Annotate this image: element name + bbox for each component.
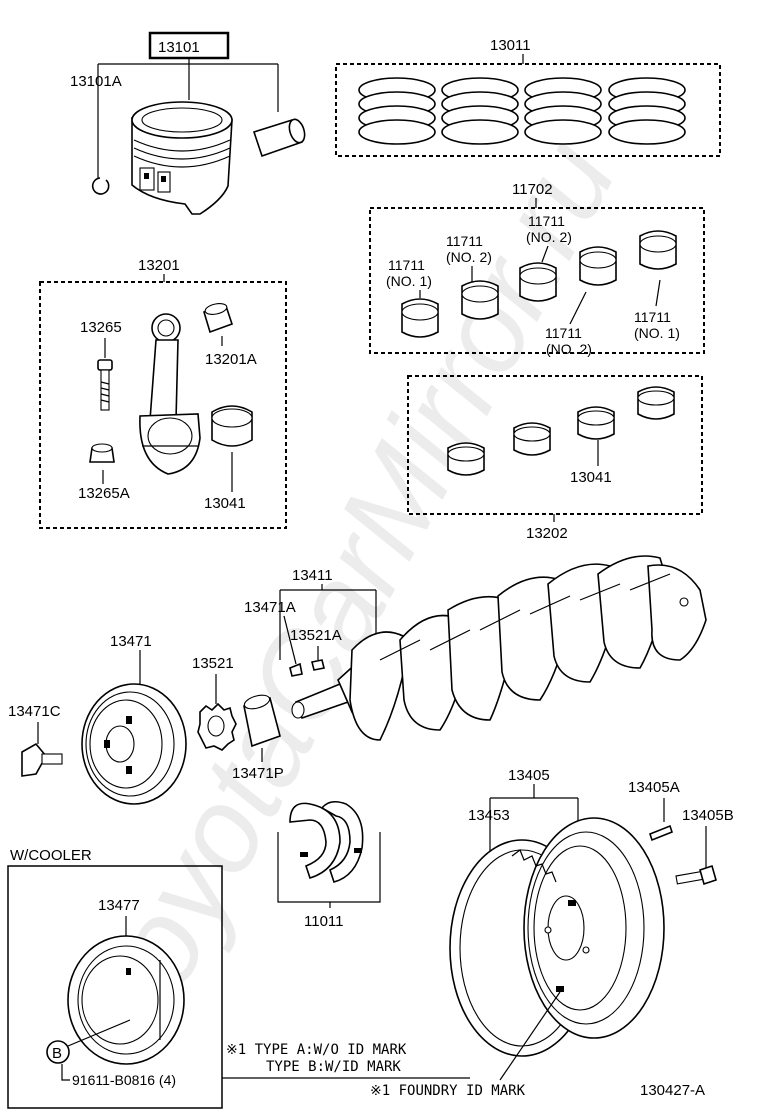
note-foundry-mark: ※1 FOUNDRY ID MARK <box>370 1083 526 1099</box>
thrust-washer-group: 11011 <box>277 800 381 930</box>
label-13405A[interactable]: 13405A <box>628 779 680 796</box>
leaders-11711 <box>419 245 661 325</box>
rod-bolt-icon <box>97 359 113 411</box>
piston-rings-group: 13011 <box>335 37 721 157</box>
leader-foundry-mark <box>499 991 561 1081</box>
label-13101A[interactable]: 13101A <box>70 73 122 90</box>
notes-group: ※1 TYPE A:W/O ID MARK TYPE B:W/ID MARK ※… <box>222 1042 705 1099</box>
label-11711-no2-b-sub: (NO. 2) <box>526 229 572 245</box>
rod-nut-icon <box>89 443 115 463</box>
diagram-id: 130427-A <box>640 1082 705 1099</box>
connecting-rod-group: 13201 13265 13201A 13265A 13041 <box>39 257 287 529</box>
label-13471A[interactable]: 13471A <box>244 599 296 616</box>
rod-bearing-shells-icon <box>447 386 675 476</box>
crank-sleeve-icon <box>243 694 281 748</box>
leader-13405 <box>489 784 579 852</box>
crankshaft-icon <box>291 555 707 741</box>
label-13265A[interactable]: 13265A <box>78 485 130 502</box>
leader-11011 <box>277 832 381 908</box>
leader-13471A <box>283 615 297 665</box>
crank-timing-gear-icon <box>197 702 237 751</box>
label-13477[interactable]: 13477 <box>98 897 140 914</box>
flywheel-icon <box>511 817 665 1039</box>
label-13453[interactable]: 13453 <box>468 807 510 824</box>
connecting-rod-icon <box>139 313 201 475</box>
connecting-rod-box <box>39 281 287 529</box>
label-13471[interactable]: 13471 <box>110 633 152 650</box>
woodruff-key-icon <box>289 659 325 677</box>
label-11711-no1-left-sub: (NO. 1) <box>386 273 432 289</box>
circle-b-icon <box>46 1040 70 1064</box>
label-bolt-part[interactable]: 91611-B0816 (4) <box>72 1072 176 1088</box>
main-bearing-shells-icon <box>401 230 677 338</box>
label-13201[interactable]: 13201 <box>138 257 180 274</box>
label-13521[interactable]: 13521 <box>192 655 234 672</box>
label-13202[interactable]: 13202 <box>526 525 568 542</box>
flywheel-group: 13405 13453 13405A 13405B <box>449 767 734 1081</box>
label-11711-no1-left[interactable]: 11711 <box>388 257 425 273</box>
snap-ring-icon <box>91 177 110 195</box>
label-11711-no1-right[interactable]: 11711 <box>634 309 671 325</box>
rod-bearings-box <box>407 375 703 515</box>
thrust-washer-icon <box>289 800 364 883</box>
piston-icon <box>131 101 233 215</box>
label-circle-b: B <box>52 1045 62 1062</box>
label-13405B[interactable]: 13405B <box>682 807 734 824</box>
main-bearings-group: 11702 11711 (NO. 1) 11711 (NO. 2) 11711 … <box>369 181 705 357</box>
label-11711-no2-a-sub: (NO. 2) <box>446 249 492 265</box>
main-bearings-box <box>369 207 705 354</box>
label-13101[interactable]: 13101 <box>158 39 200 56</box>
label-13405[interactable]: 13405 <box>508 767 550 784</box>
crank-pulley-group: 13471 13471C 13521 13471P <box>8 633 284 805</box>
piston-group: 13101 13101A <box>70 31 306 215</box>
label-13471C[interactable]: 13471C <box>8 703 61 720</box>
crank-pulley-icon <box>81 683 187 805</box>
rod-bearing-icon <box>211 405 253 447</box>
label-13041-left[interactable]: 13041 <box>204 495 246 512</box>
label-11711-no2-c-sub: (NO. 2) <box>546 341 592 357</box>
leader-13411 <box>279 584 377 660</box>
pulley-bolt-icon <box>21 742 63 777</box>
rod-bearings-group: 13041 13202 <box>407 375 703 542</box>
label-11711-no2-b[interactable]: 11711 <box>528 213 565 229</box>
label-11711-no1-right-sub: (NO. 1) <box>634 325 680 341</box>
label-13265[interactable]: 13265 <box>80 319 122 336</box>
leader-13101 <box>97 58 279 178</box>
piston-rings-box <box>335 63 721 157</box>
dowel-pin-icon <box>649 824 673 842</box>
label-wcooler: W/COOLER <box>10 847 92 864</box>
label-11702[interactable]: 11702 <box>512 181 553 198</box>
label-11711-no2-c[interactable]: 11711 <box>545 325 582 341</box>
piston-ring-set-icon <box>358 77 686 145</box>
label-13011[interactable]: 13011 <box>490 37 531 54</box>
crankshaft-group: 13411 13471A 13521A <box>244 555 707 741</box>
leader-bolt-b <box>61 1019 131 1081</box>
piston-pin-icon <box>252 118 306 158</box>
label-13471P[interactable]: 13471P <box>232 765 284 782</box>
wcooler-box <box>7 865 223 1109</box>
cooler-pulley-group: W/COOLER 13477 B 91611-B0816 (4) <box>7 847 223 1109</box>
rod-bushing-icon <box>202 303 234 334</box>
cooler-pulley-icon <box>67 935 185 1065</box>
label-13041-right[interactable]: 13041 <box>570 469 612 486</box>
label-11011[interactable]: 11011 <box>304 913 344 930</box>
label-13521A[interactable]: 13521A <box>290 627 342 644</box>
note-type-b: TYPE B:W/ID MARK <box>266 1059 401 1075</box>
flywheel-bolt-icon <box>675 864 717 886</box>
label-11711-no2-a[interactable]: 11711 <box>446 233 483 249</box>
label-13201A[interactable]: 13201A <box>205 351 257 368</box>
label-13411[interactable]: 13411 <box>292 567 333 584</box>
note-type-a: ※1 TYPE A:W/O ID MARK <box>226 1042 407 1058</box>
